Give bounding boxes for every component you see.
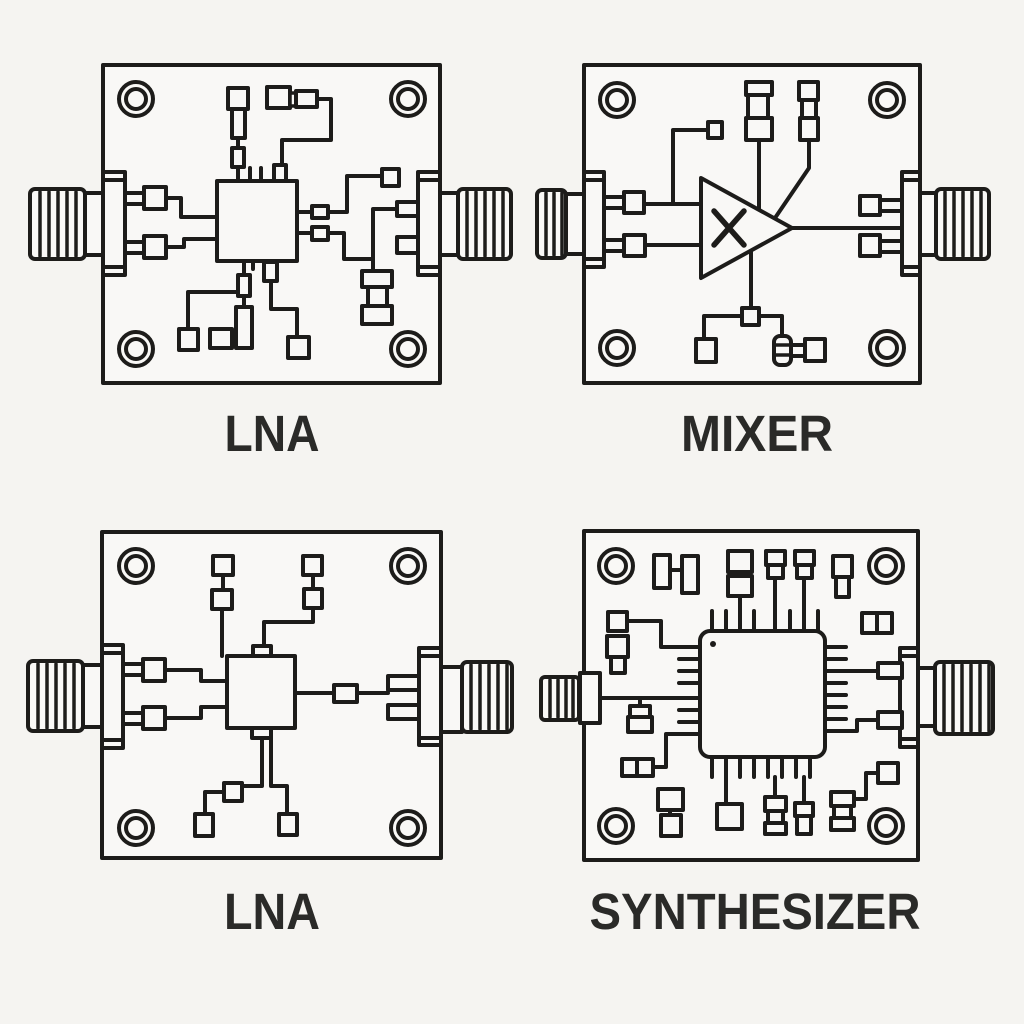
pin1-dot: [710, 641, 716, 647]
sma-connector-left-icon: [26, 659, 104, 733]
panel-label: SYNTHESIZER: [590, 883, 921, 940]
qfp-pins-left: [677, 645, 702, 736]
qfp-chip-icon: [677, 609, 848, 779]
mounting-holes: [597, 547, 905, 845]
ic-chip-icon: [225, 654, 297, 730]
mixer-x-glyph: [711, 208, 747, 248]
sma-flange-left: [578, 671, 602, 725]
smd-components: [193, 554, 359, 838]
sma-connector-left-icon: [28, 187, 105, 261]
smd-components: [694, 80, 827, 367]
panel-lna-top: LNA: [28, 63, 513, 462]
sma-flange-left: [582, 170, 647, 269]
qfp-pins-right: [823, 645, 848, 733]
sma-flange-right: [386, 646, 443, 747]
panel-synthesizer: SYNTHESIZER: [539, 529, 995, 940]
smd-components: [177, 85, 401, 360]
qfp-pins-bottom: [710, 755, 812, 779]
qfp-body: [698, 629, 827, 759]
trace-network: [642, 128, 904, 341]
trace-network: [164, 97, 399, 339]
panel-mixer: MIXER: [535, 63, 991, 462]
panel-lna-bottom: LNA: [26, 530, 514, 940]
mounting-holes: [598, 81, 906, 367]
sma-flange-left: [101, 170, 168, 277]
sma-connector-right-icon: [918, 187, 991, 261]
mounting-holes: [117, 547, 427, 847]
panel-label: LNA: [225, 405, 320, 462]
panel-label: LNA: [224, 883, 320, 940]
panel-label: MIXER: [681, 405, 833, 462]
ic-chip-icon: [215, 179, 299, 263]
sma-connector-right-icon: [439, 660, 514, 734]
sma-connector-right-icon: [438, 187, 513, 261]
qfp-pins-top: [710, 609, 820, 633]
sma-flange-right: [858, 170, 922, 277]
trace-network: [163, 573, 390, 816]
trace-network: [598, 568, 880, 817]
sma-connector-left-icon: [535, 188, 586, 260]
mounting-holes: [117, 80, 427, 368]
sma-connector-left-icon: [539, 675, 581, 722]
mixer-triangle-icon: [699, 176, 794, 280]
sma-connector-right-icon: [916, 660, 995, 736]
smd-components: [605, 549, 900, 838]
